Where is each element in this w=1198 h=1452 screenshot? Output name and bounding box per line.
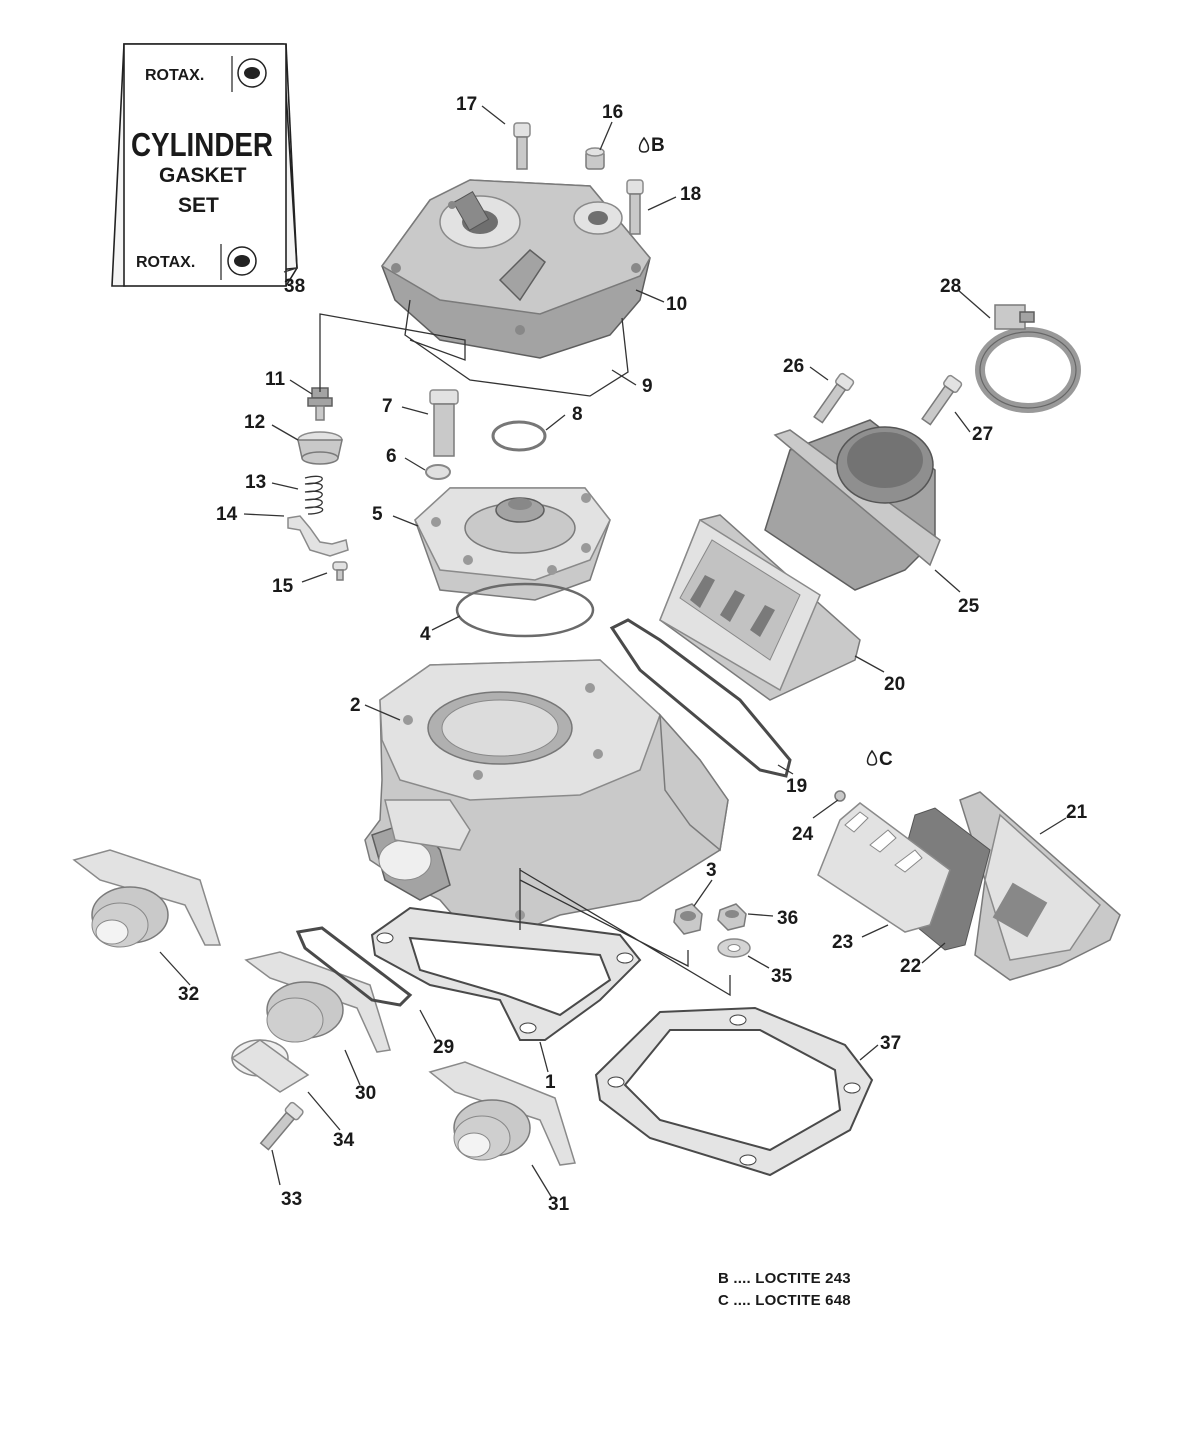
washer-35 [717, 938, 751, 958]
callout-19: 19 [786, 776, 807, 797]
callout-4: 4 [420, 624, 431, 645]
callout-1: 1 [545, 1072, 556, 1093]
callout-9: 9 [642, 376, 653, 397]
reed-gasket-19 [609, 618, 792, 778]
callout-33: 33 [281, 1189, 302, 1210]
cylinder-head-5 [414, 487, 611, 601]
exhaust-socket-32 [72, 849, 222, 948]
gasket-set-box: ROTAX. CYLINDER GASKET SET ROTAX. [111, 43, 298, 287]
exhaust-gasket-29 [295, 926, 413, 1007]
callout-22: 22 [900, 956, 921, 977]
screw-17 [513, 122, 531, 170]
callout-20: 20 [884, 674, 905, 695]
callout-21: 21 [1066, 802, 1088, 823]
callout-26: 26 [783, 356, 804, 377]
o-ring-8 [491, 420, 547, 452]
cap-12 [297, 431, 343, 465]
callout-34: 34 [333, 1130, 355, 1151]
bushing-16 [585, 147, 605, 170]
callout-36: 36 [777, 908, 798, 929]
exhaust-socket-31 [428, 1061, 576, 1166]
bracket-14 [287, 515, 349, 557]
intake-manifold-25 [764, 419, 941, 591]
gasket-37 [594, 1006, 874, 1177]
callout-24: 24 [792, 824, 814, 845]
callout-15: 15 [272, 576, 294, 597]
callout-32: 32 [178, 984, 199, 1005]
callout-3: 3 [706, 860, 717, 881]
nut-3 [673, 903, 703, 935]
callout-38: 38 [284, 276, 305, 297]
spring-13 [304, 475, 324, 515]
brp-logo-icon [227, 246, 257, 276]
brp-logo-icon [237, 58, 267, 88]
screw-15 [332, 561, 348, 581]
callout-31: 31 [548, 1194, 570, 1215]
box-line-set: SET [178, 194, 219, 217]
box-title: CYLINDER [131, 126, 273, 163]
hose-clamp-28 [975, 304, 1081, 413]
callout-18: 18 [680, 184, 701, 205]
screw-27 [921, 374, 963, 426]
nut-36 [717, 903, 747, 931]
o-ring-4 [455, 582, 595, 638]
callout-5: 5 [372, 504, 383, 525]
callout-29: 29 [433, 1037, 454, 1058]
callout-6: 6 [386, 446, 397, 467]
valve-11 [307, 387, 333, 421]
callout-7: 7 [382, 396, 393, 417]
exhaust-flange [384, 799, 471, 851]
screw-18 [626, 179, 644, 235]
callout-11: 11 [265, 369, 286, 390]
reed-valve-20 [659, 514, 861, 701]
reed-block-21 [959, 791, 1121, 981]
reed-stop-23 [817, 802, 951, 933]
base-gasket-1 [370, 906, 642, 1041]
callout-28: 28 [940, 276, 961, 297]
sleeve-34 [230, 1039, 310, 1093]
callout-30: 30 [355, 1083, 376, 1104]
svg-text:C: C [879, 749, 893, 770]
exhaust-socket-30 [244, 951, 391, 1053]
callout-17: 17 [456, 94, 477, 115]
callout-37: 37 [880, 1033, 901, 1054]
sealant-legend: B .... LOCTITE 243 C .... LOCTITE 648 [718, 1270, 851, 1309]
loctite-b-drop-icon: B [638, 135, 665, 156]
callout-23: 23 [832, 932, 853, 953]
callout-14: 14 [216, 504, 238, 525]
svg-text:B: B [651, 135, 665, 156]
box-line-gasket: GASKET [159, 164, 247, 187]
cylinder-head-cover [380, 179, 651, 359]
box-brand-top: ROTAX. [145, 67, 204, 84]
cylinder-2 [364, 659, 729, 941]
screw-33 [259, 1101, 304, 1151]
washer-6 [425, 464, 451, 480]
leader-lines [159, 105, 1067, 1199]
loctite-c-drop-icon: C [866, 749, 893, 770]
callout-27: 27 [972, 424, 993, 445]
callout-2: 2 [350, 695, 361, 716]
screw-24 [834, 790, 846, 802]
callout-25: 25 [958, 596, 980, 617]
legend-b: B .... LOCTITE 243 [718, 1270, 851, 1287]
callout-12: 12 [244, 412, 265, 433]
callout-8: 8 [572, 404, 583, 425]
bolt-7 [429, 389, 459, 457]
screw-26 [813, 372, 855, 424]
legend-c: C .... LOCTITE 648 [718, 1292, 851, 1309]
callout-13: 13 [245, 472, 266, 493]
callout-16: 16 [602, 102, 623, 123]
callout-35: 35 [771, 966, 793, 987]
box-brand-bottom: ROTAX. [136, 254, 195, 271]
callout-10: 10 [666, 294, 687, 315]
callout-labels: 1 2 3 4 5 6 7 8 9 10 11 12 13 14 15 16 1… [178, 94, 1088, 1215]
